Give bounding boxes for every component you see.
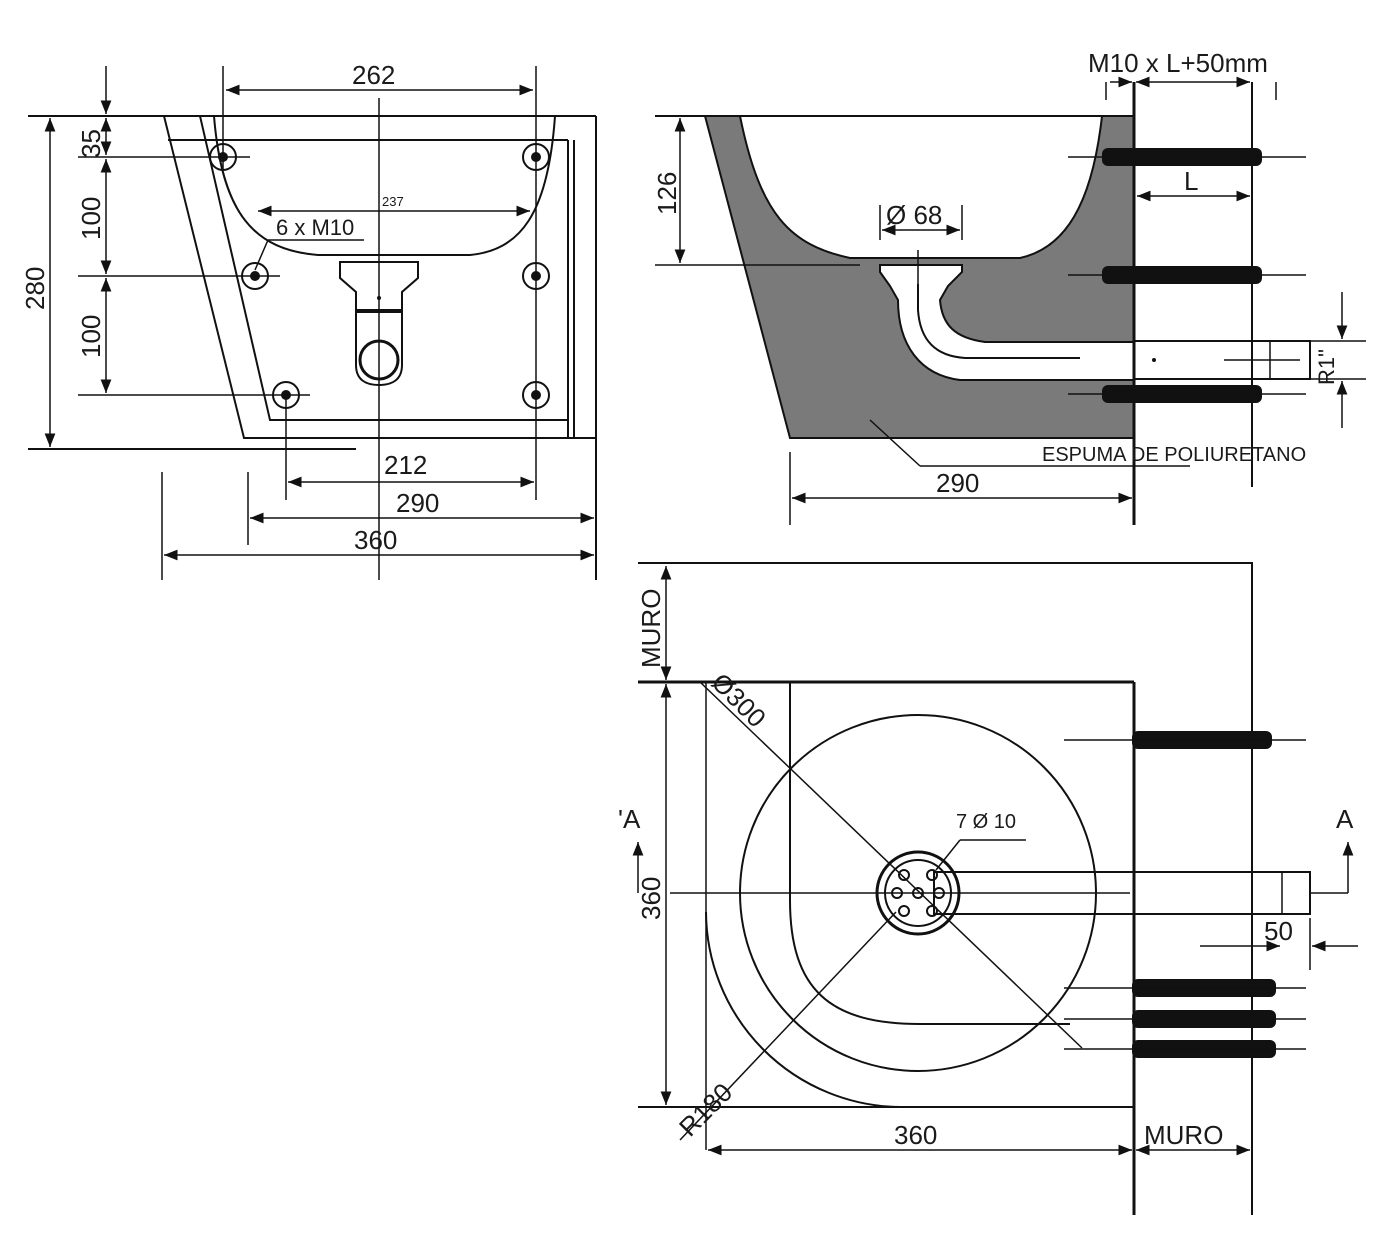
dim-100-lower: 100	[76, 315, 106, 358]
wall-bolt-1	[1068, 148, 1306, 166]
bolt-label: M10 x L+50mm	[1088, 48, 1268, 78]
dim-thread-r1: R1"	[1314, 349, 1339, 385]
dim-360-vertical: 360	[636, 877, 666, 920]
plan-view: MURO MURO Ø300 7 Ø 10 'A A 360 360 50 R1…	[618, 562, 1358, 1215]
dim-360: 360	[354, 525, 397, 555]
dim-280: 280	[20, 267, 50, 310]
dim-237: 237	[382, 194, 404, 209]
dim-L: L	[1184, 166, 1198, 196]
wall-label-right: MURO	[1144, 1120, 1223, 1150]
dim-diameter-300: Ø300	[706, 667, 772, 733]
dim-50: 50	[1264, 916, 1293, 946]
wall-bolt-2	[1068, 266, 1306, 284]
holes-note: 6 x M10	[276, 215, 354, 240]
plan-bolt-4	[1064, 1040, 1306, 1058]
plan-bolt-3	[1064, 1010, 1306, 1028]
dim-212: 212	[384, 450, 427, 480]
dim-290-side: 290	[936, 468, 979, 498]
plan-bolt-2	[1064, 979, 1306, 997]
foam-label: ESPUMA DE POLIURETANO	[1042, 444, 1306, 466]
dim-drain-68: Ø 68	[886, 200, 942, 230]
side-section-view: M10 x L+50mm 126 Ø 68 L R1" ESPUMA DE PO…	[652, 48, 1366, 525]
dim-35: 35	[76, 129, 106, 158]
dim-360-horizontal: 360	[894, 1120, 937, 1150]
section-marker-right: A	[1336, 804, 1354, 834]
dim-290: 290	[396, 488, 439, 518]
dim-holes-7x10: 7 Ø 10	[956, 811, 1016, 833]
wall-bolt-3	[1068, 385, 1306, 403]
dim-262: 262	[352, 60, 395, 90]
dim-126: 126	[652, 172, 682, 215]
dim-100-upper: 100	[76, 197, 106, 240]
plan-bolt-1	[1064, 731, 1306, 749]
section-marker-left: 'A	[618, 804, 641, 834]
wall-label-top: MURO	[636, 589, 666, 668]
front-view: 262 237 6 x M10 35 100 100 280 212 290 3…	[20, 60, 597, 580]
